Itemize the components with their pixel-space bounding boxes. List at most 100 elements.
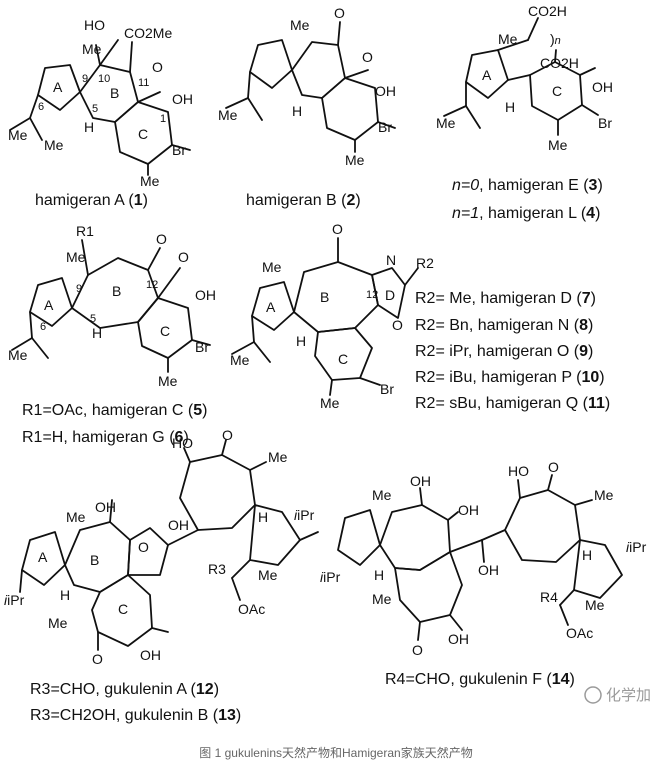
label-ho: HO (172, 435, 193, 451)
structure-gukulenin-a-b: HO O Me OH O OH Me H iiPr R3 Me OAc iiPr… (4, 427, 319, 724)
label-me: Me (158, 373, 178, 389)
label-gukulenin-a: R3=CHO, gukulenin A (12) (30, 681, 219, 698)
label-h: H (505, 99, 515, 115)
ring-tropolone-12 (179, 454, 256, 531)
label-h: H (258, 509, 268, 525)
label-h: H (60, 587, 70, 603)
label-oh: OH (458, 502, 479, 518)
label-o: O (362, 49, 373, 65)
label-br: Br (598, 115, 612, 131)
ring-cyclopentane-14 (573, 539, 623, 599)
label-me: Me (66, 509, 86, 525)
label-hamigeran-p: R2= iBu, hamigeran P (10) (415, 369, 605, 386)
label-oac: OAc (566, 625, 593, 641)
structure-hamigeran-e-l: CO2H )n CO2H OH Br Me Me Me H A C n=0, h… (436, 3, 613, 222)
label-me: Me (548, 137, 568, 153)
locant-5: 5 (92, 103, 98, 115)
label-n-index: )n (550, 31, 561, 47)
label-me: Me (498, 31, 518, 47)
ring-c-12 (91, 574, 153, 647)
label-o: O (412, 642, 423, 658)
label-oh: OH (195, 287, 216, 303)
ring-c-2 (321, 77, 379, 141)
locant-6: 6 (38, 101, 44, 113)
label-me: Me (320, 395, 340, 411)
locant-5: 5 (90, 313, 96, 325)
structure-hamigeran-b: Me O O OH Br Me Me H hamigeran B (2) (218, 5, 396, 209)
label-hamigeran-d: R2= Me, hamigeran D (7) (415, 290, 596, 307)
label-h: H (296, 333, 306, 349)
ring-d-7 (371, 267, 406, 319)
ring-a-1 (37, 64, 81, 111)
ring-tropolone-14 (504, 489, 581, 563)
label-hamigeran-q: R2= sBu, hamigeran Q (11) (415, 395, 610, 412)
ring-b-2 (291, 41, 346, 99)
label-hamigeran-l: n=1, hamigeran L (4) (452, 205, 600, 222)
label-gukulenin-b: R3=CH2OH, gukulenin B (13) (30, 707, 241, 724)
label-co2me: CO2Me (124, 25, 172, 41)
label-hamigeran-o: R2= iPr, hamigeran O (9) (415, 343, 593, 360)
label-o: O (332, 221, 343, 237)
label-oh: OH (375, 83, 396, 99)
label-me: Me (48, 615, 68, 631)
label-me: Me (262, 259, 282, 275)
label-hamigeran-c: R1=OAc, hamigeran C (5) (22, 402, 207, 419)
structure-hamigeran-a: HO CO2Me Me O OH Br Me Me Me H A B C 9 1… (8, 17, 193, 209)
structure-hamigeran-d-q: O N R2 O Br Me Me Me H A B C D 12 R2= Me… (230, 221, 610, 412)
label-h: H (92, 325, 102, 341)
ring-label-c: C (118, 601, 128, 617)
ring-cyclopentane-12 (249, 504, 301, 566)
label-me: Me (345, 152, 365, 168)
ring-label-c: C (138, 126, 148, 142)
label-o: O (392, 317, 403, 333)
label-r2: R2 (416, 255, 434, 271)
structure-gukulenin-f: OH OH Me HO O Me OH H iiPr R4 Me OAc iiP… (320, 459, 647, 688)
ring-label-a: A (38, 549, 48, 565)
ring-label-b: B (320, 289, 329, 305)
label-co2h: CO2H (540, 55, 579, 71)
ring-a-14 (337, 509, 381, 566)
label-me: Me (8, 347, 28, 363)
ring-a-12 (21, 531, 66, 586)
label-br: Br (195, 339, 209, 355)
label-h: H (582, 547, 592, 563)
ring-a-2 (249, 39, 293, 89)
ring-label-a: A (44, 297, 54, 313)
label-br: Br (380, 381, 394, 397)
label-ipr: iiPr (4, 592, 25, 608)
label-oac: OAc (238, 601, 265, 617)
label-me: Me (8, 127, 28, 143)
ring-label-c: C (160, 323, 170, 339)
ring-label-b: B (110, 85, 119, 101)
locant-10: 10 (98, 73, 110, 85)
label-o: O (92, 651, 103, 667)
label-me: Me (372, 591, 392, 607)
label-me: Me (372, 487, 392, 503)
label-ipr: iiPr (626, 539, 647, 555)
label-ipr: iiPr (320, 569, 341, 585)
label-hamigeran-a: hamigeran A (1) (35, 192, 148, 209)
label-me: Me (268, 449, 288, 465)
label-r1: R1 (76, 223, 94, 239)
label-r4: R4 (540, 589, 558, 605)
label-ipr: iiPr (294, 507, 315, 523)
label-oh: OH (478, 562, 499, 578)
watermark-icon (584, 686, 602, 704)
label-me: Me (258, 567, 278, 583)
ring-label-c: C (552, 83, 562, 99)
label-n: N (386, 252, 396, 268)
label-br: Br (378, 119, 392, 135)
label-ho: HO (508, 463, 529, 479)
ring-label-a: A (482, 67, 492, 83)
label-oh: OH (140, 647, 161, 663)
label-me: Me (585, 597, 605, 613)
ring-a-5 (29, 277, 73, 327)
label-me: Me (290, 17, 310, 33)
ring-label-c: C (338, 351, 348, 367)
label-me: Me (82, 41, 102, 57)
label-hamigeran-e: n=0, hamigeran E (3) (452, 177, 603, 194)
label-o: O (222, 427, 233, 443)
locant-9: 9 (82, 73, 88, 85)
